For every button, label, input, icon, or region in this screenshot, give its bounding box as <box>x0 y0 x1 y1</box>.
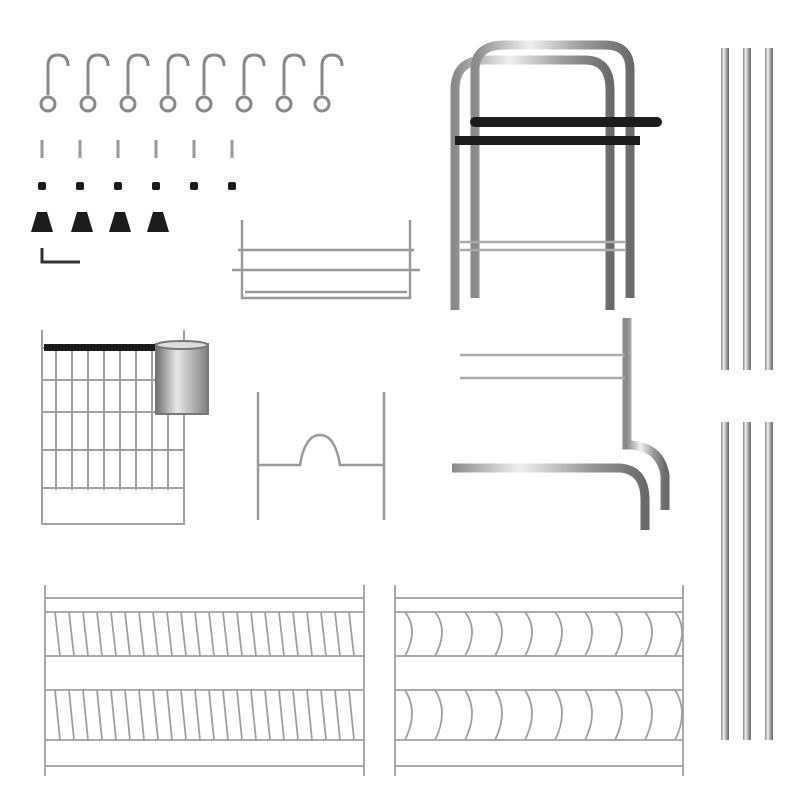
pole <box>765 48 773 370</box>
foot <box>147 212 169 232</box>
screw <box>154 140 158 158</box>
rack-tine <box>68 611 75 741</box>
rack-tine <box>524 611 533 741</box>
rack-tine <box>348 611 355 741</box>
rack-frame <box>44 597 365 767</box>
rack-tine <box>674 611 683 741</box>
rack-tine <box>54 611 61 741</box>
rack-tine <box>404 611 413 741</box>
screw <box>40 140 44 158</box>
rack-tine <box>644 611 653 741</box>
feet-group <box>31 212 169 232</box>
rack-tine <box>494 611 503 741</box>
small-cap <box>228 182 236 190</box>
foot <box>71 212 93 232</box>
screw <box>78 140 82 158</box>
hook-ring <box>159 95 177 113</box>
rack-tine <box>180 611 187 741</box>
rack-tine <box>278 611 285 741</box>
upper-frame-black-bar <box>470 117 662 127</box>
rack-tine <box>306 611 313 741</box>
hook-ring <box>195 95 213 113</box>
rack-tine <box>614 611 623 741</box>
rack-tine <box>554 611 563 741</box>
rack-tine <box>194 611 201 741</box>
small-cap <box>38 182 46 190</box>
hook-ring <box>79 95 97 113</box>
hook-ring <box>119 95 137 113</box>
upper-frame-black-bar-2 <box>455 136 640 145</box>
lower-frame <box>447 318 670 530</box>
rack-frame <box>394 597 684 767</box>
hook <box>282 53 306 95</box>
rack-tine <box>82 611 89 741</box>
rack-corner <box>44 585 365 776</box>
dish-rack-left <box>44 585 365 776</box>
screw <box>192 140 196 158</box>
small-cap <box>76 182 84 190</box>
upper-frame <box>450 40 635 310</box>
hook-ring <box>235 95 253 113</box>
rack-tine <box>464 611 473 741</box>
rack-tine <box>124 611 131 741</box>
rack-tine <box>208 611 215 741</box>
rack-tine <box>110 611 117 741</box>
allen-key <box>40 248 80 264</box>
small-cap <box>114 182 122 190</box>
rack-tine <box>222 611 229 741</box>
rack-tine <box>264 611 271 741</box>
hook <box>126 53 150 95</box>
dish-rack-right <box>394 585 684 776</box>
rack-tine <box>96 611 103 741</box>
rack-corner <box>394 585 684 776</box>
hook-ring <box>39 95 57 113</box>
hooks-group <box>39 53 344 113</box>
cutlery-basket <box>41 330 209 525</box>
foot <box>109 212 131 232</box>
rack-tine <box>584 611 593 741</box>
hook-ring <box>313 95 331 113</box>
screw <box>230 140 234 158</box>
hook <box>320 53 344 95</box>
rack-tine <box>236 611 243 741</box>
small-cap <box>190 182 198 190</box>
rack-tine <box>434 611 443 741</box>
rack-tine <box>334 611 341 741</box>
screws-group <box>40 140 234 158</box>
poles-group <box>721 48 773 740</box>
rack-tine <box>138 611 145 741</box>
screw <box>116 140 120 158</box>
hook <box>86 53 110 95</box>
rack-tine <box>166 611 173 741</box>
caps-group <box>38 182 236 190</box>
cutting-board-holder <box>232 220 420 300</box>
pole <box>743 48 751 370</box>
rack-tine <box>250 611 257 741</box>
hook <box>202 53 226 95</box>
rack-tine <box>292 611 299 741</box>
wave-bracket <box>256 392 386 520</box>
hook <box>242 53 266 95</box>
rack-tine <box>152 611 159 741</box>
pole <box>743 422 751 740</box>
hook <box>166 53 190 95</box>
small-cap <box>152 182 160 190</box>
foot <box>31 212 53 232</box>
rack-tine <box>320 611 327 741</box>
pole <box>721 48 729 370</box>
pole <box>721 422 729 740</box>
hook-ring <box>275 95 293 113</box>
hook <box>46 53 70 95</box>
pole <box>765 422 773 740</box>
